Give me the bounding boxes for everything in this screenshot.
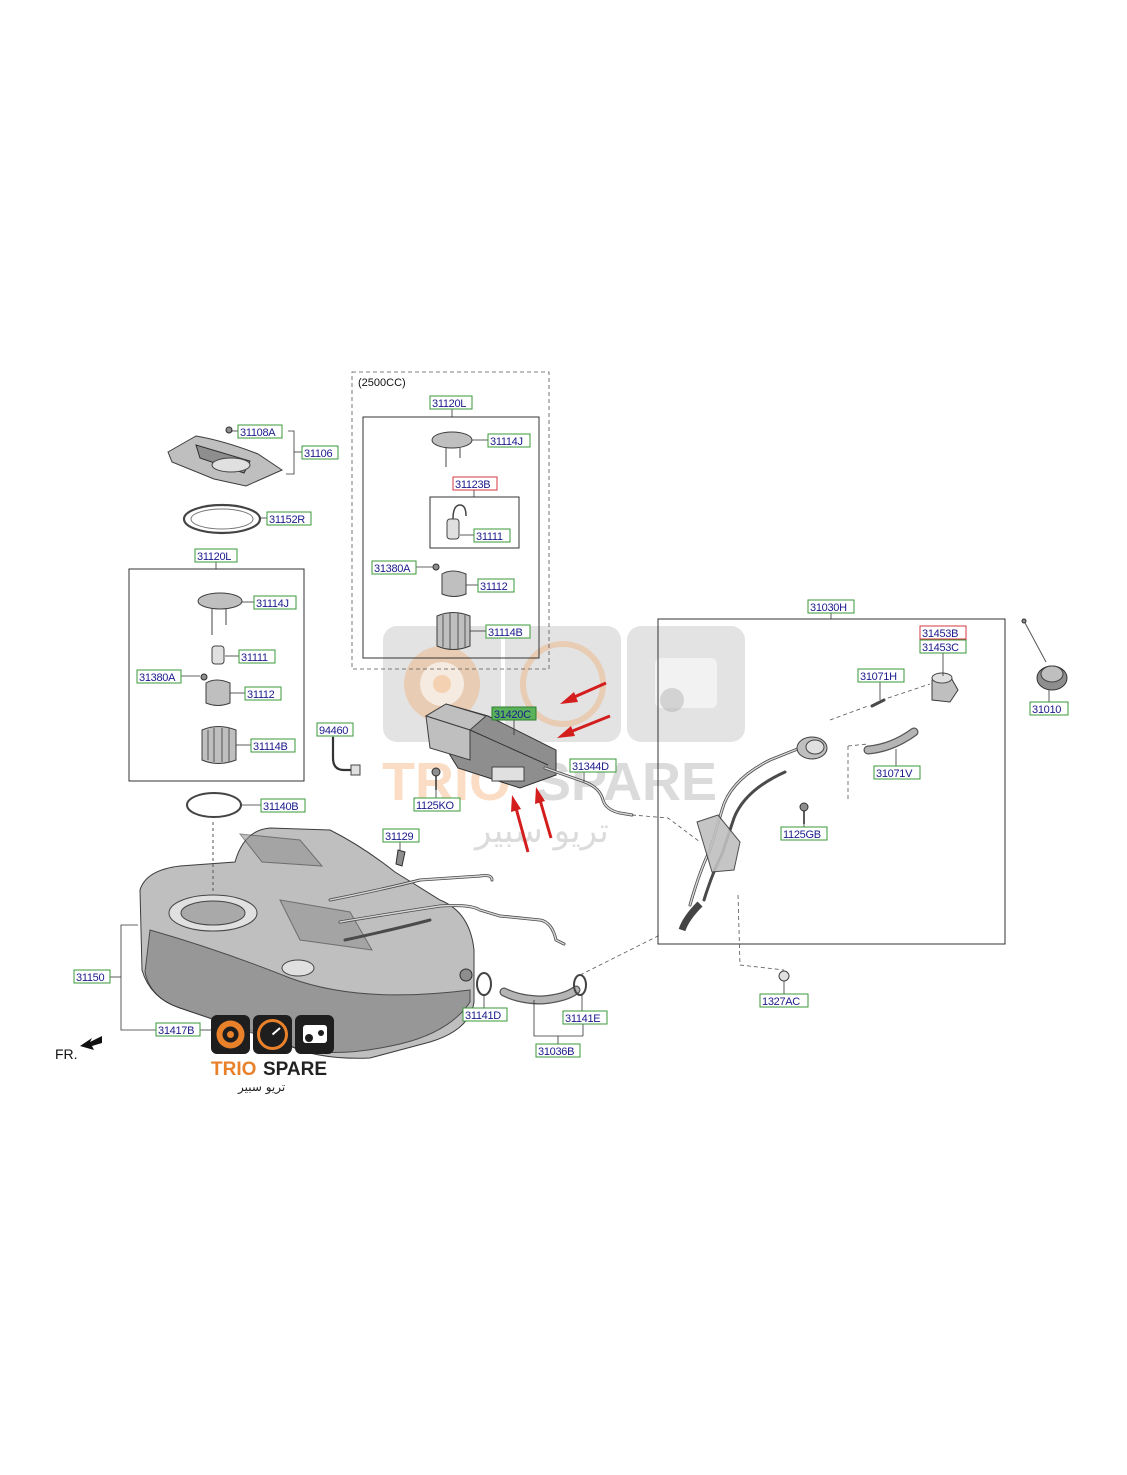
- label-31108A: 31108A: [240, 427, 276, 439]
- front-direction-indicator: FR.: [55, 1036, 102, 1062]
- part-labels: 31108A 31106 31152R 31120L 31114J 31111 …: [73, 395, 1069, 1058]
- red-arrow-4: [535, 787, 553, 839]
- label-31114B-top: 31114B: [488, 627, 523, 639]
- label-31140B: 31140B: [263, 801, 298, 813]
- label-31120L-top: 31120L: [432, 398, 466, 410]
- red-arrow-2: [557, 714, 611, 738]
- watermark: TRIO SPARE تريو سبير: [382, 626, 745, 851]
- label-31030H: 31030H: [810, 602, 847, 614]
- label-1125GB: 1125GB: [783, 829, 821, 841]
- label-31114B-left: 31114B: [253, 741, 288, 753]
- label-31417B: 31417B: [158, 1025, 194, 1037]
- part-31112-left: [200, 673, 231, 706]
- part-31030H-filler-neck: [678, 736, 828, 932]
- label-1125KO: 1125KO: [416, 800, 454, 812]
- 31123B-subframe: [429, 496, 520, 549]
- label-31120L-left: 31120L: [197, 551, 231, 563]
- red-arrow-3: [511, 795, 530, 853]
- watermark-brand-arabic: تريو سبير: [473, 811, 609, 851]
- logo-brand-arabic: تريو سبير: [237, 1080, 285, 1095]
- variant-title: (2500CC): [358, 377, 406, 389]
- part-31129-clip: [395, 849, 406, 867]
- part-31111-left: [211, 645, 225, 665]
- part-31141D-clamp: [476, 972, 492, 996]
- part-31453C-valve: [931, 672, 959, 703]
- label-31123B: 31123B: [455, 479, 490, 491]
- part-31114B-left: [201, 726, 237, 764]
- label-31141E: 31141E: [565, 1013, 600, 1025]
- filler-assembly-frame: [657, 618, 1006, 945]
- part-31114B-top: [436, 612, 471, 650]
- variant-2500cc-frame: [351, 371, 550, 670]
- label-31114J-top: 31114J: [490, 436, 523, 448]
- label-31106: 31106: [304, 448, 332, 460]
- part-31420C-canister: [424, 703, 557, 790]
- part-31114J-left: [197, 592, 243, 635]
- label-31036B: 31036B: [538, 1046, 574, 1058]
- logo-brand-b: SPARE: [263, 1059, 327, 1080]
- part-31140B-gasket: [186, 792, 242, 818]
- part-31010-fuel-cap: [1036, 665, 1068, 691]
- watermark-brand-b: SPARE: [535, 752, 717, 812]
- label-31071H: 31071H: [860, 671, 897, 683]
- part-31114J-top: [431, 431, 473, 467]
- label-31112-left: 31112: [247, 689, 275, 701]
- leader-lines: [110, 409, 1050, 1044]
- part-31071V-hose: [863, 727, 919, 755]
- top-module-frame: [362, 416, 540, 659]
- label-31150: 31150: [76, 972, 104, 984]
- label-94460: 94460: [319, 725, 348, 737]
- label-31141D: 31141D: [465, 1010, 501, 1022]
- front-label: FR.: [55, 1046, 78, 1062]
- label-31453C: 31453C: [922, 642, 959, 654]
- label-31071V: 31071V: [876, 768, 913, 780]
- label-31010: 31010: [1032, 704, 1061, 716]
- part-31111-top: [446, 504, 467, 540]
- label-31380A-top: 31380A: [374, 563, 411, 575]
- red-arrow-1: [560, 681, 607, 704]
- label-31111-top: 31111: [476, 531, 503, 543]
- label-31344D: 31344D: [572, 761, 609, 773]
- label-1327AC: 1327AC: [762, 996, 800, 1008]
- label-31453B: 31453B: [922, 628, 958, 640]
- logo-brand-a: TRIO: [211, 1059, 256, 1080]
- part-31071H-hose: [870, 698, 886, 708]
- part-1125GB-bolt: [799, 802, 809, 824]
- label-31112-top: 31112: [480, 581, 508, 593]
- part-31112-top: [432, 563, 467, 597]
- trio-spare-logo: TRIO SPARE تريو سبير: [211, 1015, 334, 1095]
- tank-pipe-3: [343, 918, 432, 942]
- part-31106-cover: [167, 426, 284, 487]
- part-31152R-ring: [182, 503, 262, 535]
- front-arrow-icon: [80, 1036, 102, 1050]
- part-94460-sensor: [331, 737, 361, 776]
- part-1327AC-nut: [778, 970, 790, 982]
- label-31380A-left: 31380A: [139, 672, 176, 684]
- label-31114J-left: 31114J: [256, 598, 289, 610]
- left-module-frame: [128, 568, 305, 782]
- label-31129: 31129: [385, 831, 413, 843]
- label-31420C: 31420C: [494, 709, 531, 721]
- label-31111-left: 31111: [241, 652, 268, 664]
- label-31152R: 31152R: [269, 514, 305, 526]
